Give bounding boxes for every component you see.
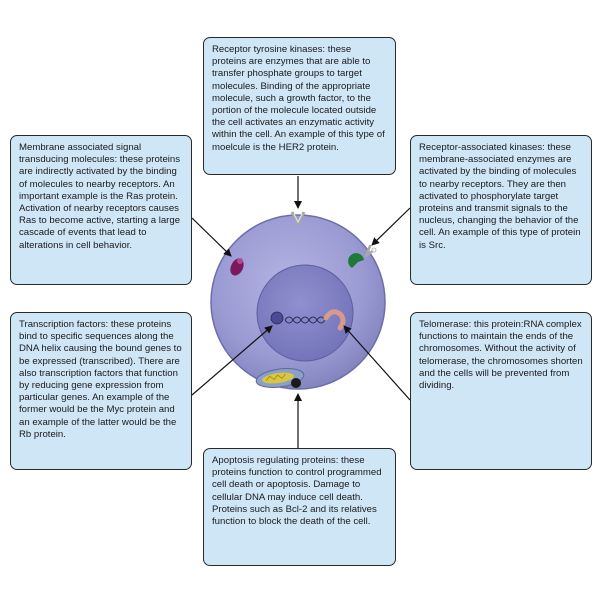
receptor-tyrosine-kinase: [290, 211, 306, 226]
src-kinase: [348, 244, 377, 268]
membrane-signal-box: Membrane associated signal transducing m…: [10, 135, 192, 285]
dna-helix: [284, 316, 326, 324]
arrow-telomerase: [343, 325, 411, 401]
telomerase-protein: [323, 309, 346, 331]
nucleus: [256, 264, 354, 362]
receptor-associated-kinases-box: Receptor-associated kinases: these membr…: [410, 135, 592, 285]
arrow-transcription-factors: [191, 325, 273, 396]
receptor-tyrosine-kinases-box: Receptor tyrosine kinases: these protein…: [203, 37, 396, 175]
arrow-receptor-kinases: [371, 207, 411, 246]
transcription-factors-box: Transcription factors: these proteins bi…: [10, 312, 192, 470]
transcription-factor-protein: [270, 311, 284, 325]
ras-protein: [230, 258, 244, 276]
telomerase-box: Telomerase: this protein:RNA complex fun…: [410, 312, 592, 470]
apoptosis-box: Apoptosis regulating proteins: these pro…: [203, 448, 396, 566]
mitochondrion: [255, 367, 305, 389]
arrow-membrane-signal: [191, 217, 232, 257]
